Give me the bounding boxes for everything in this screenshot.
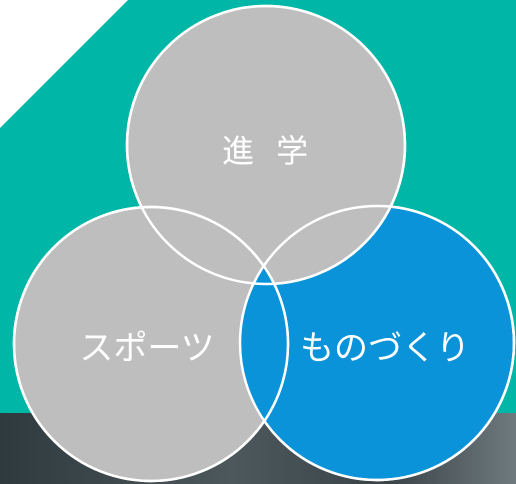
label-shingaku: 進 学 [222, 132, 314, 170]
white-corner-shape [0, 0, 128, 128]
outline-sports [12, 205, 290, 483]
label-sports: スポーツ [79, 329, 214, 369]
label-monozukuri: ものづくり [300, 329, 470, 369]
outline-monozukuri [238, 204, 516, 482]
outline-shingaku [125, 4, 407, 286]
venn-outlines [12, 4, 516, 483]
